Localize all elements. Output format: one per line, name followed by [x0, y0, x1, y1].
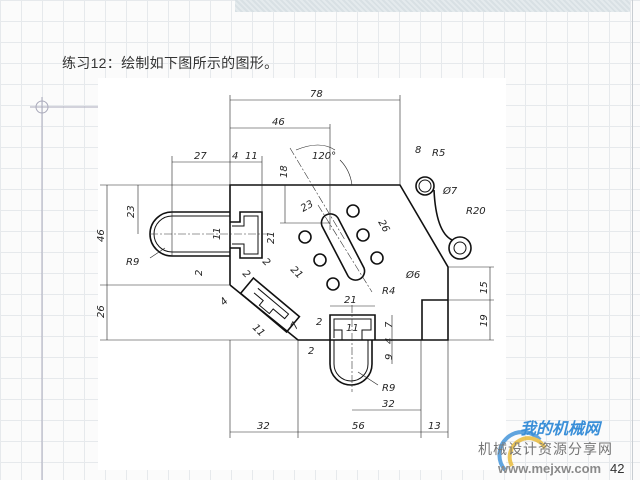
- drawing-sheet: [98, 78, 506, 470]
- dim-angle-120: 120°: [312, 151, 336, 162]
- dim-7-bottom: 7: [384, 321, 395, 328]
- dimension-lines: [100, 95, 494, 438]
- dim-r4: R4: [382, 286, 395, 297]
- watermark-logo-icon: [497, 429, 547, 472]
- dim-15: 15: [479, 281, 490, 294]
- dim-4-bottom: 4: [384, 338, 395, 344]
- dim-r9-bottom: R9: [382, 383, 395, 394]
- dim-32-offset: 32: [382, 399, 395, 410]
- dim-21-diag: 21: [288, 264, 305, 281]
- dim-r20: R20: [466, 206, 486, 217]
- dim-23-slot: 23: [299, 199, 316, 215]
- dim-13: 13: [428, 421, 441, 432]
- dim-4: 4: [232, 151, 238, 162]
- dim-26-holes: 26: [375, 218, 391, 235]
- watermark-brand: 我的机械网: [520, 421, 601, 438]
- dim-4-diag: 4: [218, 296, 230, 308]
- dim-56: 56: [352, 421, 365, 432]
- dim-9-bottom: 9: [384, 354, 395, 360]
- dim-27: 27: [194, 151, 207, 162]
- watermark-url: www.mejxw.com: [498, 461, 602, 476]
- dim-r9-left: R9: [126, 257, 139, 268]
- dim-2-u: 2: [308, 346, 314, 357]
- dimension-labels: 78 46 27 4 11 120° 18 8 R5 Ø7 R20 23 23 …: [96, 89, 490, 432]
- dim-2-bottom: 2: [316, 317, 322, 328]
- dim-11-diag: 11: [250, 322, 267, 339]
- dim-r5: R5: [432, 148, 445, 159]
- dim-21-bottom: 21: [344, 295, 357, 306]
- dim-11-notch: 11: [212, 227, 223, 240]
- dim-11-bottom: 11: [346, 323, 359, 334]
- dim-21-notch: 21: [266, 231, 277, 244]
- dim-18: 18: [279, 165, 290, 178]
- dim-dia6: Ø6: [405, 269, 420, 281]
- dim-78: 78: [310, 89, 323, 100]
- dim-32: 32: [257, 421, 270, 432]
- dim-dia7: Ø7: [442, 185, 458, 197]
- dim-8: 8: [415, 145, 421, 156]
- dim-23-left: 23: [126, 205, 137, 218]
- dim-7-diag: 7: [289, 320, 302, 332]
- page-number: 42: [610, 461, 625, 476]
- dim-11: 11: [245, 151, 258, 162]
- dim-2-diag-a: 2: [240, 268, 252, 280]
- dim-46: 46: [272, 117, 285, 128]
- dim-26-height: 26: [96, 305, 107, 318]
- dim-19: 19: [479, 314, 490, 327]
- center-lines: [150, 147, 373, 392]
- dim-46-height: 46: [96, 229, 107, 242]
- slide-right-border: [632, 0, 633, 480]
- exercise-title: 练习12：绘制如下图所示的图形。: [62, 55, 279, 71]
- watermark-tagline: 机械设计资源分享网: [478, 441, 613, 457]
- header-banner: [235, 0, 630, 12]
- corner-marker-icon: [30, 97, 98, 480]
- dim-2-left: 2: [194, 270, 205, 276]
